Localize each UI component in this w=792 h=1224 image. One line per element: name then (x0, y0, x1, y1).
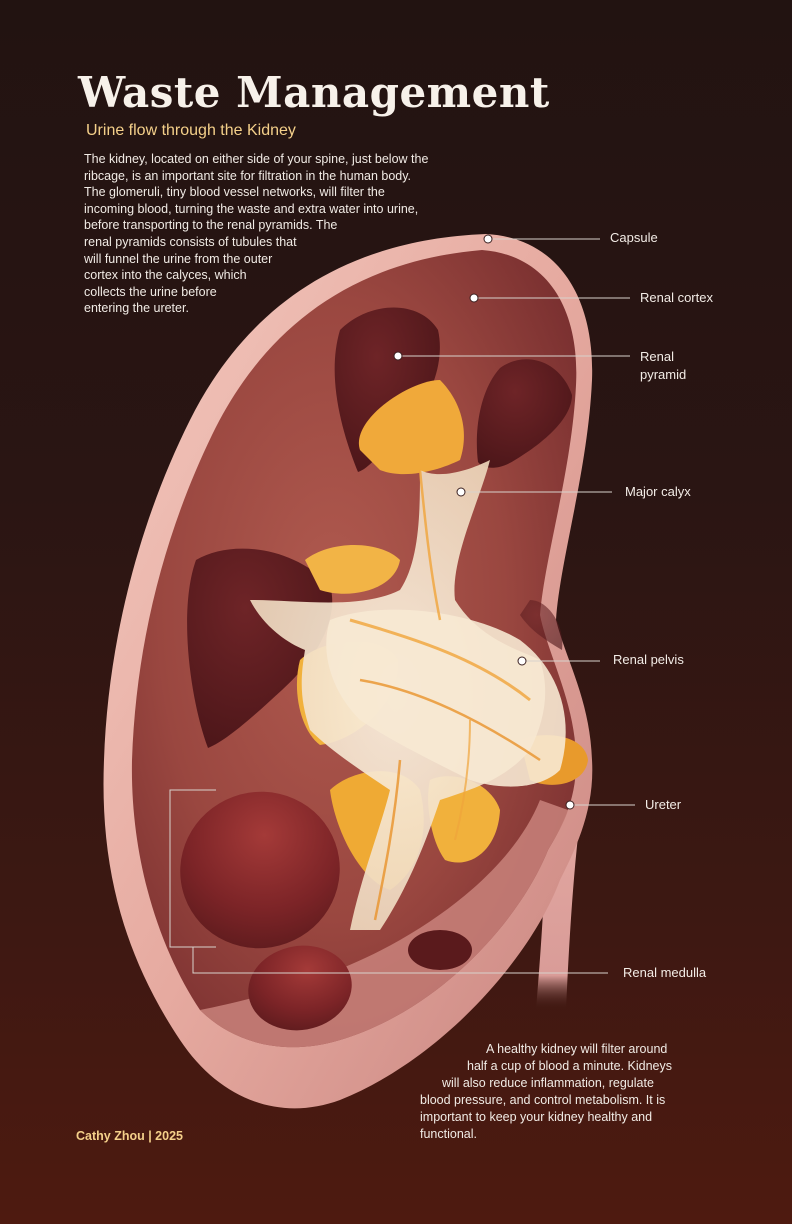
dot-capsule (483, 234, 493, 244)
dot-renal-cortex (469, 293, 479, 303)
medulla-lobe-left (180, 791, 340, 949)
footer-line: important to keep your kidney healthy an… (420, 1110, 653, 1124)
intro-line: The kidney, located on either side of yo… (84, 152, 429, 166)
label-capsule: Capsule (610, 230, 658, 245)
label-major-calyx: Major calyx (625, 484, 691, 499)
footer-line: will also reduce inflammation, regulate (442, 1076, 654, 1090)
urine-streak-5 (454, 719, 471, 841)
label-renal-pyramid: Renal pyramid (640, 348, 686, 384)
author-credit: Cathy Zhou | 2025 (76, 1129, 183, 1143)
leader-lines (169, 238, 635, 974)
intro-line: before transporting to the renal pyramid… (84, 218, 338, 233)
intro-line: collects the urine before (84, 284, 217, 299)
urine-streak-4 (373, 759, 402, 921)
leader-dots (393, 234, 575, 810)
fat-deposit-mid (305, 545, 400, 594)
footer-line: blood pressure, and control metabolism. … (420, 1093, 666, 1107)
footer-paragraph: A healthy kidney will filter around half… (420, 1041, 710, 1143)
renal-pelvis-shape (326, 609, 566, 787)
pyramid-mid-right (520, 600, 563, 650)
label-renal-medulla: Renal medulla (623, 965, 707, 980)
intro-paragraph: The kidney, located on either side of yo… (84, 151, 484, 317)
label-renal-pelvis: Renal pelvis (613, 652, 684, 667)
intro-line: incoming blood, turning the waste and ex… (84, 201, 419, 216)
pyramid-mid-left (187, 548, 333, 748)
dot-ureter (565, 800, 575, 810)
label-ureter: Ureter (645, 797, 682, 812)
urine-streak-1 (349, 618, 531, 702)
pyramid-upper-left (334, 307, 440, 472)
pyramid-upper-right (476, 359, 572, 468)
dot-renal-pyramid (393, 351, 403, 361)
urine-streak-2 (359, 678, 541, 762)
fat-deposit-upper (358, 380, 464, 475)
page-title: Waste Management (78, 68, 550, 117)
dot-major-calyx (456, 487, 466, 497)
medulla-lobe-small (408, 930, 472, 970)
footer-line: A healthy kidney will filter around (486, 1042, 668, 1056)
label-renal-cortex: Renal cortex (640, 290, 713, 305)
dot-renal-pelvis (517, 656, 527, 666)
urine-streak-3 (418, 469, 442, 621)
label-renal-pyramid-line1: Renal (640, 349, 674, 364)
footer-line: half a cup of blood a minute. Kidneys (467, 1059, 672, 1073)
label-renal-pyramid-line2: pyramid (640, 367, 687, 382)
intro-line: The glomeruli, tiny blood vessel network… (84, 185, 385, 200)
leader-renal-medulla (192, 947, 608, 974)
intro-line: cortex into the calyces, which (84, 268, 247, 283)
footer-line: functional. (420, 1127, 477, 1141)
intro-line: renal pyramids consists of tubules that (84, 234, 297, 249)
page-subtitle: Urine flow through the Kidney (86, 122, 296, 139)
intro-line: ribcage, is an important site for filtra… (84, 168, 412, 183)
intro-line: entering the ureter. (84, 301, 189, 316)
intro-line: will funnel the urine from the outer (84, 251, 273, 266)
medulla-lobe-bottom (248, 945, 352, 1031)
section-cut-face (200, 800, 568, 1048)
